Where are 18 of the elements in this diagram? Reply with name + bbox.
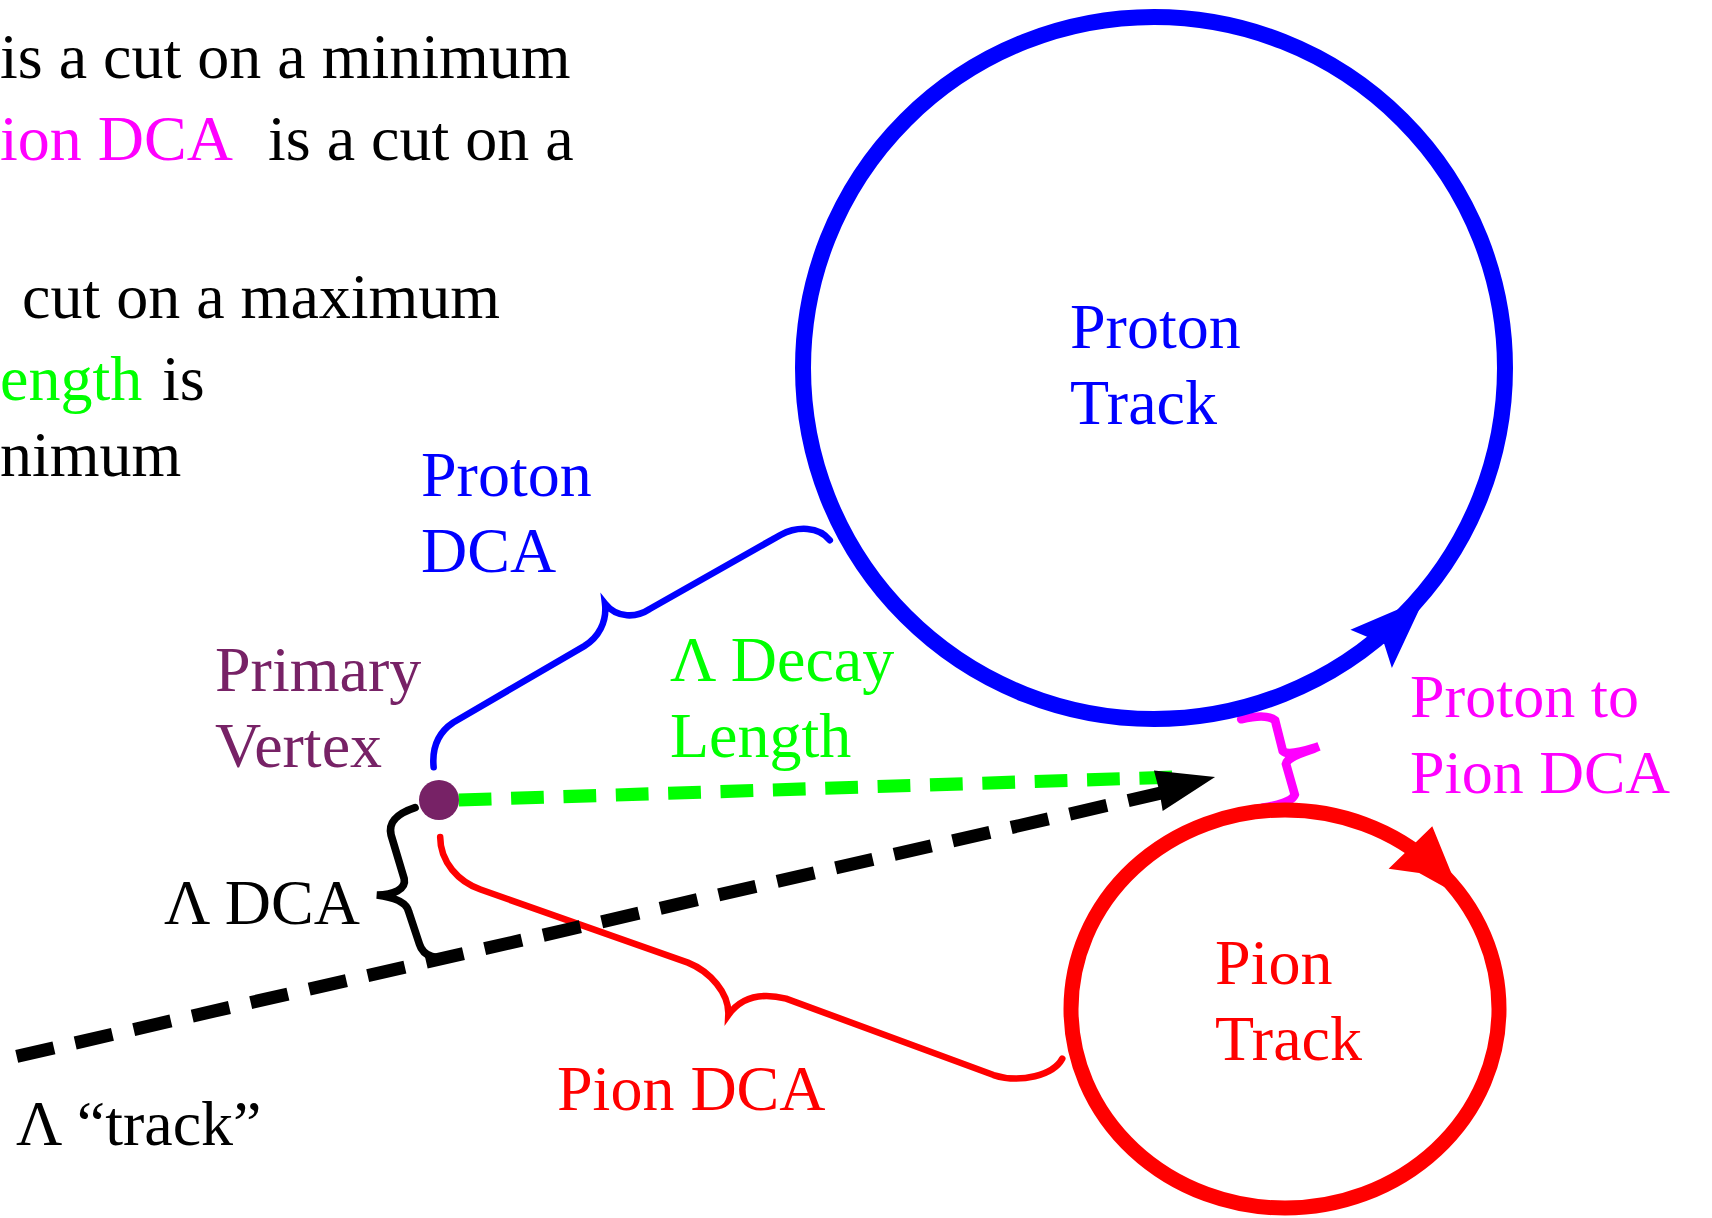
- annotation-text: nimum: [0, 418, 182, 492]
- vertex-dot: [419, 780, 459, 820]
- annotation-text: ion DCA: [0, 102, 233, 176]
- annotation-text: is a cut on a: [268, 102, 574, 176]
- annotation-text: Λ DCA: [164, 866, 360, 940]
- annotation-text: ength: [0, 342, 143, 416]
- annotation-text: Λ “track”: [16, 1087, 262, 1161]
- track-label: Proton Track: [1070, 290, 1242, 440]
- annotation-text: cut on a maximum: [22, 260, 501, 334]
- annotation-text: Pion DCA: [557, 1052, 826, 1126]
- annotation-text: Λ Decay Length: [670, 623, 896, 773]
- annotation-text: Proton to Pion DCA: [1410, 661, 1672, 808]
- track-circle: [1063, 801, 1507, 1217]
- track-label: Pion Track: [1215, 926, 1363, 1076]
- vertex-label: Primary Vertex: [215, 633, 423, 783]
- annotation-text: is: [162, 342, 205, 416]
- annotation-text: Proton DCA: [421, 438, 593, 588]
- annotation-text: is a cut on a minimum: [0, 20, 571, 94]
